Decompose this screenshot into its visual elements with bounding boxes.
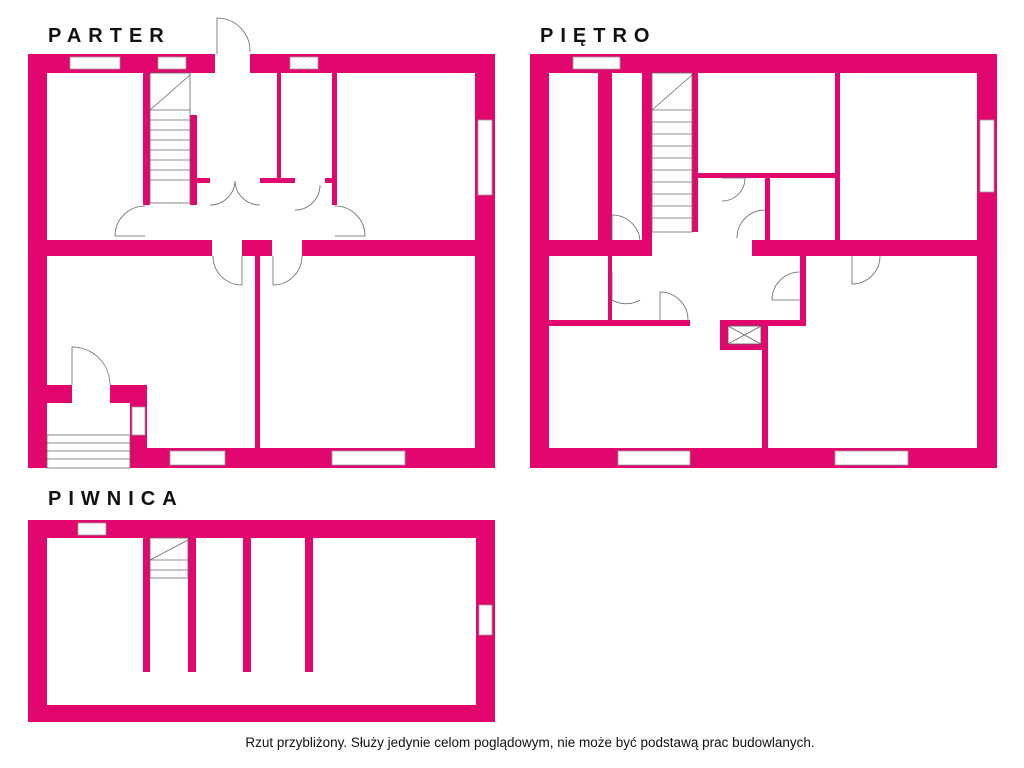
disclaimer-text: Rzut przybliżony. Służy jedynie celom po… [245,735,815,750]
upper-floor-title: PIĘTRO [540,25,657,47]
staircase [149,72,191,204]
staircase [651,72,693,233]
upper-floor-plan [530,54,997,468]
basement-title: PIWNICA [48,488,184,510]
basement-plan [28,520,495,722]
ground-floor-title: PARTER [48,25,171,47]
staircase [149,537,189,579]
ground-floor-plan [28,17,495,469]
entrance-steps [46,434,131,469]
